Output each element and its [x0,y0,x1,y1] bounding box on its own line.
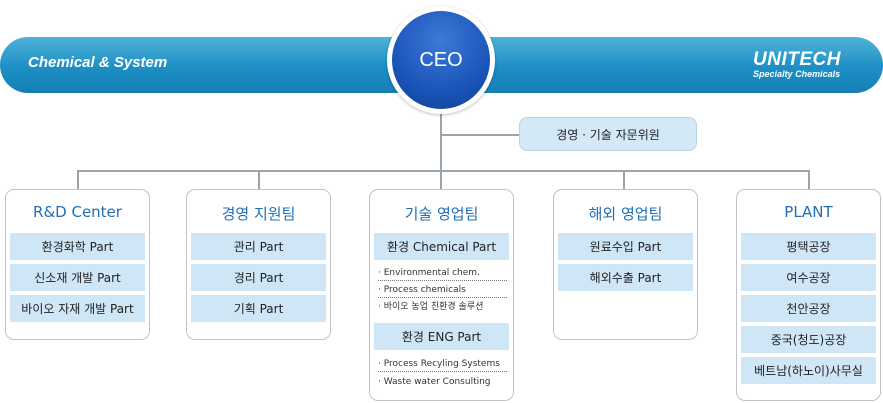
part-box: 관리 Part [191,233,326,260]
part-box: 기획 Part [191,295,326,322]
part-box: 환경 Chemical Part [374,233,509,260]
part-box: 바이오 자재 개발 Part [10,295,145,322]
dept-title: 해외 영업팀 [588,205,663,223]
advisor-branch-line [440,134,520,136]
part-box: 중국(청도)공장 [741,326,876,353]
dept-plant: PLANT 평택공장 여수공장 천안공장 중국(청도)공장 베트남(하노이)사무… [736,189,881,401]
logo-wordmark: UNITECH [753,49,841,70]
drop-line-2 [258,170,260,190]
advisor-box: 경영 · 기술 자문위원 [519,117,697,151]
sub-item: · Process chemicals [378,283,507,298]
dept-title: R&D Center [33,203,122,221]
dept-management-support: 경영 지원팀 관리 Part 경리 Part 기획 Part [186,189,331,340]
drop-line-5 [808,170,810,190]
unitech-logo: UNITECH Specialty Chemicals [753,50,841,79]
part-box: 환경 ENG Part [374,323,509,350]
part-box: 원료수입 Part [558,233,693,260]
sub-item: · 바이오 농업 친환경 솔루션 [378,302,484,312]
dept-rnd-center: R&D Center 환경화학 Part 신소재 개발 Part 바이오 자재 … [5,189,150,340]
ceo-label: CEO [392,11,490,109]
ceo-trunk-line [440,112,442,170]
part-box: 해외수출 Part [558,264,693,291]
dept-title: 기술 영업팀 [404,205,479,223]
part-box: 여수공장 [741,264,876,291]
ceo-node: CEO [387,6,495,114]
banner-tagline: Chemical & System [28,54,168,71]
drop-line-4 [623,170,625,190]
logo-subtitle: Specialty Chemicals [753,69,841,79]
drop-line-3 [440,170,442,190]
horizontal-bus-line [77,170,809,172]
sub-item: · Waste water Consulting [378,377,491,387]
part-box: 신소재 개발 Part [10,264,145,291]
dept-title: 경영 지원팀 [221,205,296,223]
sub-item: · Process Recyling Systems [378,357,507,372]
part-box: 환경화학 Part [10,233,145,260]
part-box: 천안공장 [741,295,876,322]
part-box: 베트남(하노이)사무실 [741,357,876,384]
dept-overseas-sales: 해외 영업팀 원료수입 Part 해외수출 Part [553,189,698,340]
dept-title: PLANT [784,203,833,221]
dept-technical-sales: 기술 영업팀 환경 Chemical Part · Environmental … [369,189,514,401]
drop-line-1 [77,170,79,190]
part-box: 경리 Part [191,264,326,291]
sub-item: · Environmental chem. [378,266,507,281]
part-box: 평택공장 [741,233,876,260]
